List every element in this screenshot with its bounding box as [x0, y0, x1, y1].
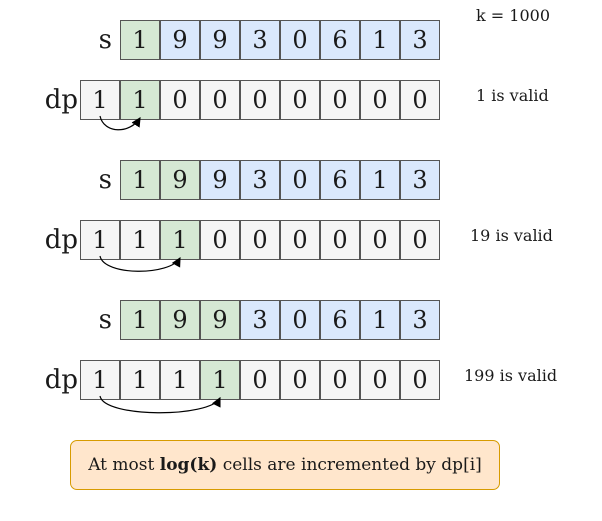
dp-label: dp — [44, 225, 78, 255]
s-cell: 9 — [160, 20, 200, 60]
dp-cell: 0 — [200, 80, 240, 120]
validity-note: 19 is valid — [470, 226, 553, 245]
dp-arrow — [99, 255, 181, 272]
dp-cell: 0 — [320, 80, 360, 120]
s-label: s — [98, 25, 112, 55]
dp-cell: 0 — [200, 220, 240, 260]
validity-note: 199 is valid — [464, 366, 558, 385]
dp-cell: 0 — [240, 360, 280, 400]
s-cell: 6 — [320, 300, 360, 340]
dp-cell: 1 — [200, 360, 240, 400]
dp-cell: 0 — [280, 80, 320, 120]
s-label: s — [98, 305, 112, 335]
validity-note: 1 is valid — [476, 86, 549, 105]
s-cell: 9 — [160, 300, 200, 340]
dp-cell: 0 — [400, 220, 440, 260]
dp-cell: 1 — [160, 360, 200, 400]
dp-arrow — [99, 115, 141, 131]
s-cell: 9 — [200, 160, 240, 200]
dp-label: dp — [44, 85, 78, 115]
s-cell: 1 — [360, 160, 400, 200]
dp-cell: 0 — [320, 220, 360, 260]
s-cell: 3 — [400, 20, 440, 60]
k-label: k = 1000 — [476, 6, 550, 25]
s-cell: 6 — [320, 20, 360, 60]
s-cell: 0 — [280, 300, 320, 340]
dp-cell: 0 — [280, 220, 320, 260]
dp-cell: 0 — [400, 80, 440, 120]
dp-cell: 1 — [80, 360, 120, 400]
dp-cell: 1 — [120, 220, 160, 260]
dp-cell: 0 — [160, 80, 200, 120]
dp-cell: 0 — [240, 80, 280, 120]
s-cell: 6 — [320, 160, 360, 200]
s-cell: 1 — [360, 300, 400, 340]
dp-cell: 0 — [360, 80, 400, 120]
dp-cell: 1 — [80, 220, 120, 260]
callout-suffix: cells are incremented by dp[i] — [217, 455, 482, 475]
s-cell: 1 — [360, 20, 400, 60]
summary-callout: At most log(k) cells are incremented by … — [70, 440, 500, 490]
s-label: s — [98, 165, 112, 195]
dp-cell: 1 — [160, 220, 200, 260]
s-cell: 3 — [400, 300, 440, 340]
dp-cell: 0 — [360, 220, 400, 260]
s-cell: 1 — [120, 20, 160, 60]
s-cell: 0 — [280, 160, 320, 200]
dp-cell: 0 — [240, 220, 280, 260]
s-cell: 3 — [240, 160, 280, 200]
dp-arrow — [99, 395, 221, 414]
s-cell: 9 — [200, 300, 240, 340]
s-cell: 3 — [400, 160, 440, 200]
s-cell: 3 — [240, 20, 280, 60]
dp-cell: 0 — [360, 360, 400, 400]
dp-cell: 0 — [400, 360, 440, 400]
dp-cell: 1 — [80, 80, 120, 120]
s-cell: 3 — [240, 300, 280, 340]
s-cell: 1 — [120, 300, 160, 340]
s-cell: 0 — [280, 20, 320, 60]
callout-prefix: At most — [88, 455, 160, 475]
dp-label: dp — [44, 365, 78, 395]
callout-bold: log(k) — [159, 455, 218, 475]
s-cell: 9 — [200, 20, 240, 60]
dp-cell: 0 — [320, 360, 360, 400]
s-cell: 1 — [120, 160, 160, 200]
dp-cell: 0 — [280, 360, 320, 400]
dp-cell: 1 — [120, 360, 160, 400]
s-cell: 9 — [160, 160, 200, 200]
